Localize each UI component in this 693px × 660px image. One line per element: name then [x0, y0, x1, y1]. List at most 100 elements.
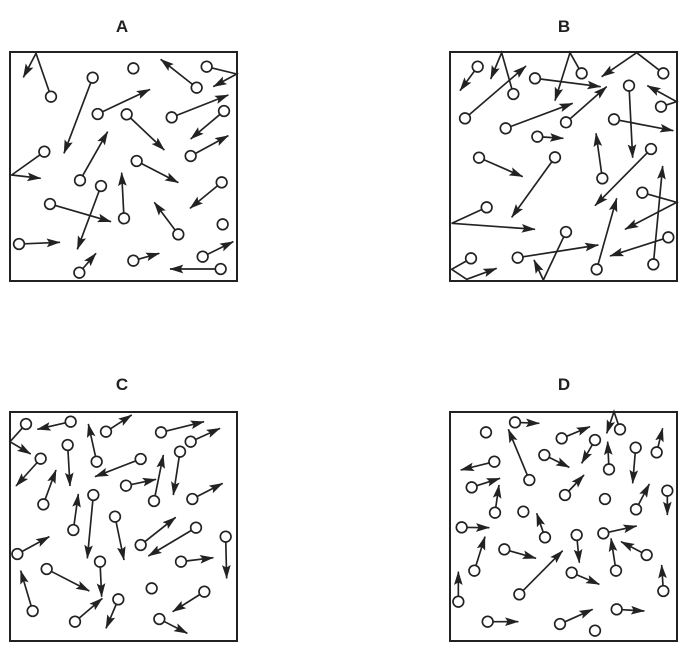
particle	[452, 595, 465, 608]
panel-a-box	[9, 51, 239, 282]
velocity-arrow	[566, 425, 591, 438]
velocity-arrow	[172, 593, 201, 613]
particle	[86, 71, 99, 84]
particle	[112, 593, 125, 606]
velocity-arrow	[190, 113, 221, 140]
particle	[68, 615, 82, 628]
velocity-arrow	[629, 452, 639, 484]
velocity-arrow	[535, 512, 546, 533]
particle	[216, 218, 229, 231]
particle	[636, 186, 649, 199]
velocity-arrow	[608, 537, 618, 566]
velocity-arrow	[621, 605, 645, 615]
velocity-arrow	[542, 133, 564, 142]
velocity-arrow	[637, 483, 651, 506]
velocity-arrow	[564, 608, 594, 623]
particle	[610, 603, 623, 616]
particle	[657, 67, 670, 80]
particle	[538, 448, 551, 462]
particle	[465, 481, 478, 494]
velocity-arrow	[78, 597, 103, 619]
velocity-arrow	[102, 88, 151, 113]
particle	[661, 484, 674, 497]
velocity-arrow	[15, 462, 38, 487]
velocity-arrow	[44, 469, 57, 500]
velocity-arrow	[163, 620, 188, 635]
particle	[215, 176, 228, 189]
velocity-arrow	[573, 540, 583, 564]
particle	[455, 521, 468, 534]
velocity-arrow	[110, 414, 133, 430]
particle	[217, 104, 231, 118]
velocity-arrow	[594, 152, 648, 207]
velocity-arrow	[597, 197, 618, 265]
velocity-arrow	[646, 84, 679, 106]
velocity-arrow	[207, 240, 234, 256]
particle	[108, 510, 122, 523]
particle	[555, 432, 568, 445]
velocity-arrow	[196, 482, 224, 498]
particle	[94, 179, 108, 193]
particle	[44, 90, 58, 103]
particle	[73, 174, 87, 187]
velocity-arrow	[24, 238, 61, 248]
particle	[607, 113, 621, 126]
panel-label-b: B	[557, 17, 571, 36]
particle	[597, 527, 610, 540]
particle	[165, 111, 178, 124]
velocity-arrow	[475, 536, 486, 566]
velocity-arrow	[154, 454, 165, 496]
particle	[488, 506, 502, 519]
velocity-arrow	[620, 540, 643, 554]
velocity-arrow	[450, 260, 498, 281]
velocity-arrow	[533, 236, 565, 282]
velocity-arrow	[72, 493, 81, 525]
velocity-arrow	[603, 441, 613, 465]
velocity-arrow	[63, 82, 92, 154]
particle	[87, 488, 100, 502]
particle	[73, 266, 86, 279]
particle	[650, 446, 663, 459]
particle	[173, 445, 187, 458]
particle	[507, 87, 520, 101]
particle	[468, 564, 481, 577]
velocity-arrow	[509, 549, 537, 560]
particle	[61, 438, 74, 452]
velocity-arrow	[568, 474, 585, 492]
particle	[40, 562, 53, 576]
velocity-arrow	[483, 159, 524, 178]
velocity-arrow	[84, 500, 94, 559]
particle	[553, 617, 567, 631]
velocity-arrow	[22, 51, 51, 92]
particle	[498, 543, 511, 556]
particle	[609, 564, 623, 577]
velocity-arrow	[580, 444, 594, 464]
particle	[499, 122, 512, 135]
panel-d-box	[449, 409, 678, 642]
particle	[523, 473, 536, 487]
velocity-arrow	[195, 427, 221, 441]
velocity-arrow	[608, 524, 638, 534]
particle	[99, 425, 113, 438]
particle	[34, 452, 47, 465]
particle	[531, 130, 544, 143]
panel-label-d: D	[557, 375, 571, 394]
velocity-arrow	[194, 134, 229, 155]
particle	[472, 151, 486, 164]
particle	[200, 60, 213, 73]
velocity-arrow	[658, 564, 667, 586]
particle	[602, 463, 616, 476]
velocity-arrow	[19, 570, 32, 607]
velocity-arrow	[540, 78, 602, 90]
container-wall	[9, 51, 238, 282]
velocity-arrow	[451, 208, 536, 233]
particle	[471, 60, 484, 73]
velocity-arrow	[569, 86, 608, 120]
velocity-arrow	[189, 185, 219, 209]
particle	[11, 547, 24, 561]
particle	[622, 79, 636, 92]
particle	[464, 252, 478, 265]
velocity-arrow	[131, 477, 157, 487]
velocity-arrow	[9, 154, 42, 182]
container-wall	[9, 411, 238, 642]
